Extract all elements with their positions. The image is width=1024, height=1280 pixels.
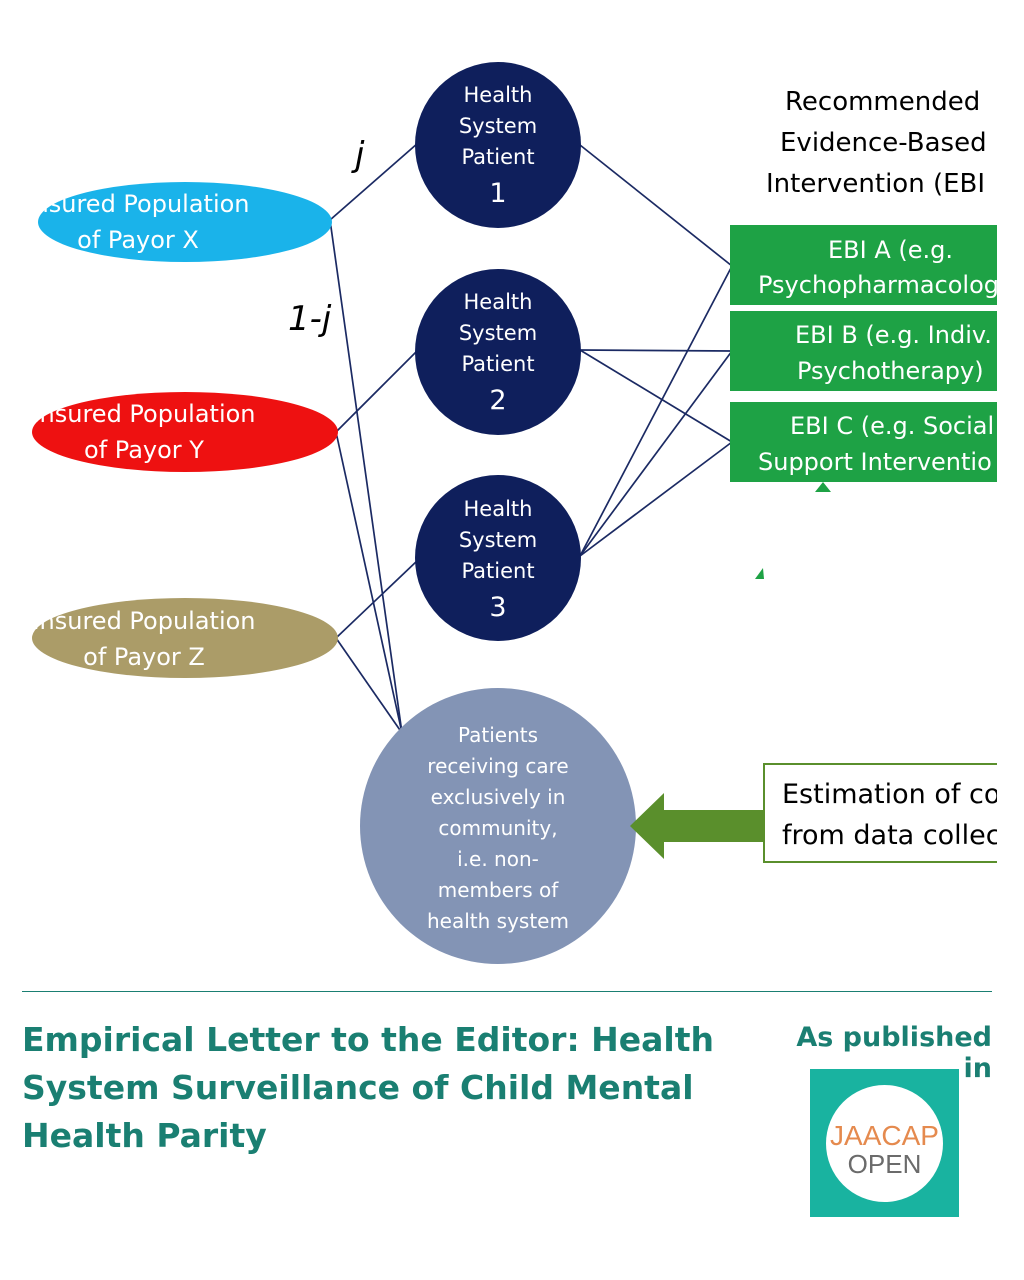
edge-p1-ebiA <box>579 144 733 267</box>
community-line1: Patients <box>458 723 538 747</box>
edge-p3-ebiA <box>579 265 733 557</box>
edge-z-p3 <box>335 559 419 639</box>
edge-p3-ebiB <box>579 350 733 557</box>
estimation-box: Estimation of co from data collec <box>763 763 1001 863</box>
community-node: Patients receiving care exclusively in c… <box>360 688 636 964</box>
ebi-a-box: EBI A (e.g. Psychopharmacolog <box>730 225 999 305</box>
estimation-line2: from data collec <box>782 820 1001 851</box>
edge-p3-ebiC <box>579 441 733 557</box>
patient-3-number: 3 <box>489 592 506 623</box>
edge-label-j: j <box>351 135 365 175</box>
ebi-a-line2: Psychopharmacolog <box>758 271 999 299</box>
payor-z-node: Insured Population of Payor Z <box>32 598 338 678</box>
ebi-b-line1: EBI B (e.g. Indiv. <box>795 321 992 349</box>
payor-x-node: Insured Population of Payor X <box>26 182 332 262</box>
edge-y-community <box>335 431 403 734</box>
ebi-b-line2: Psychotherapy) <box>797 357 984 385</box>
community-line6: members of <box>438 878 560 902</box>
patient-2-line3: Patient <box>461 352 534 376</box>
divider-rule <box>22 991 992 992</box>
patient-2-line2: System <box>459 321 537 345</box>
patient-3-node: Health System Patient 3 <box>415 475 581 641</box>
ebi-c-box: EBI C (e.g. Social Support Interventio <box>730 402 997 482</box>
community-line7: health system <box>427 909 569 933</box>
logo-line1: JAACAP <box>830 1120 939 1151</box>
ebi-c-line1: EBI C (e.g. Social <box>790 412 994 440</box>
published-label: As published in <box>796 1022 992 1084</box>
community-line4: community, <box>438 816 557 840</box>
edge-y-p2 <box>335 349 419 433</box>
ebi-heading-line1: Recommended <box>785 87 980 117</box>
payor-x-line2: of Payor X <box>77 226 199 254</box>
payor-y-line1: Insured Population <box>32 400 255 428</box>
ebi-heading-line3: Intervention (EBI <box>766 169 985 199</box>
edge-z-community <box>335 637 403 734</box>
ebi-c-line2: Support Interventio <box>758 448 992 476</box>
community-line5: i.e. non- <box>457 847 539 871</box>
patient-3-line2: System <box>459 528 537 552</box>
estimation-line1: Estimation of co <box>782 779 1000 810</box>
logo-line2: OPEN <box>847 1149 922 1179</box>
payor-z-line2: of Payor Z <box>83 643 205 671</box>
edge-p2-ebiC <box>579 349 733 443</box>
article-title: Empirical Letter to the Editor: Health S… <box>22 1020 714 1155</box>
patient-1-node: Health System Patient 1 <box>415 62 581 228</box>
small-green-marker <box>755 568 764 579</box>
ebi-a-line1: EBI A (e.g. <box>828 236 953 264</box>
community-line2: receiving care <box>427 754 568 778</box>
patient-3-line3: Patient <box>461 559 534 583</box>
edges <box>329 142 733 734</box>
payor-y-node: Insured Population of Payor Y <box>32 392 338 472</box>
patient-1-line1: Health <box>464 83 533 107</box>
edge-label-1-j: 1-j <box>288 299 332 339</box>
patient-3-line1: Health <box>464 497 533 521</box>
small-green-triangle <box>815 482 831 492</box>
payor-y-line2: of Payor Y <box>84 436 204 464</box>
estimation-arrow <box>630 793 765 859</box>
payor-z-line1: Insured Population <box>32 607 255 635</box>
patient-1-number: 1 <box>489 178 506 209</box>
ebi-heading-line2: Evidence-Based <box>780 128 987 158</box>
edge-x-p1 <box>329 142 419 221</box>
patient-2-number: 2 <box>489 385 506 416</box>
edge-x-community <box>329 219 403 734</box>
patient-2-line1: Health <box>464 290 533 314</box>
logo-circle: JAACAP OPEN <box>826 1085 943 1202</box>
edge-p2-ebiB <box>579 349 733 352</box>
patient-2-node: Health System Patient 2 <box>415 269 581 435</box>
ebi-heading: Recommended Evidence-Based Intervention … <box>766 87 987 199</box>
ebi-b-box: EBI B (e.g. Indiv. Psychotherapy) <box>730 311 997 391</box>
community-line3: exclusively in <box>431 785 566 809</box>
patient-1-line3: Patient <box>461 145 534 169</box>
jaacap-open-logo[interactable]: JAACAP OPEN <box>810 1069 959 1217</box>
payor-x-line1: Insured Population <box>26 190 249 218</box>
patient-1-line2: System <box>459 114 537 138</box>
